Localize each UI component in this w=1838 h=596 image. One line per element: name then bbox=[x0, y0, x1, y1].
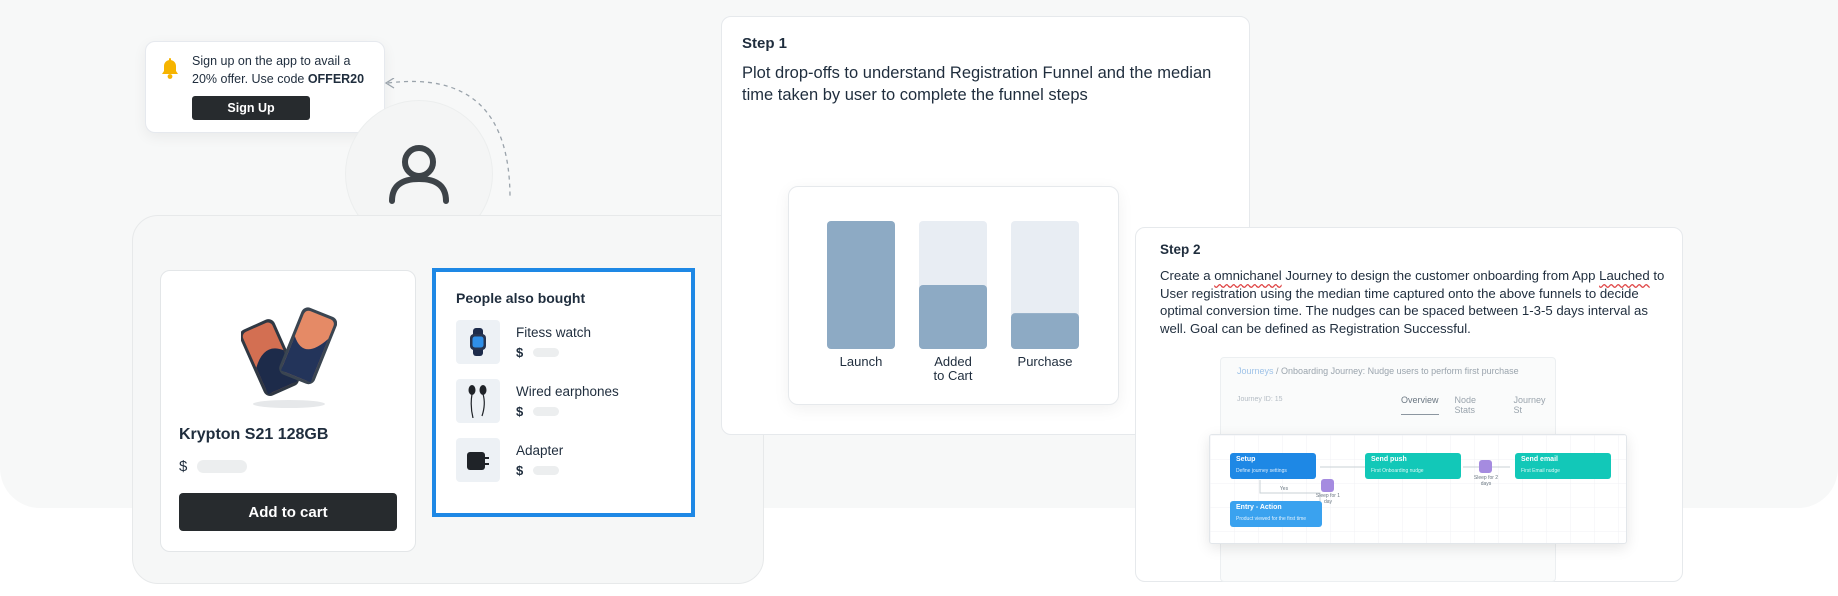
sleep-node-2[interactable] bbox=[1479, 460, 1492, 473]
promo-code: OFFER20 bbox=[307, 72, 365, 86]
step-2-description: Create a omnichanel Journey to design th… bbox=[1160, 268, 1665, 336]
list-item[interactable]: Wired earphones $ bbox=[456, 379, 671, 423]
product-card: Krypton S21 128GB $ Add to cart bbox=[160, 270, 416, 552]
phone-image bbox=[241, 307, 337, 408]
list-item[interactable]: Fitess watch $ bbox=[456, 320, 671, 364]
signup-notification: Sign up on the app to avail a 20% offer.… bbox=[145, 41, 385, 133]
adapter-icon bbox=[456, 438, 500, 482]
smartwatch-icon bbox=[456, 320, 500, 364]
add-to-cart-button[interactable]: Add to cart bbox=[179, 493, 397, 531]
journey-tabs: Overview Node Stats Journey St bbox=[1401, 395, 1555, 415]
item-name: Adapter bbox=[516, 442, 564, 458]
item-name: Wired earphones bbox=[516, 383, 619, 399]
product-price: $ bbox=[179, 458, 248, 475]
funnel-chart-svg bbox=[827, 221, 1079, 349]
bell-icon bbox=[160, 58, 180, 85]
bar-launch bbox=[827, 221, 895, 349]
x-tick-label: Launch bbox=[839, 354, 883, 369]
tab-overview[interactable]: Overview bbox=[1401, 395, 1439, 415]
flow-connectors bbox=[1210, 435, 1626, 543]
step-1-title: Step 1 bbox=[742, 35, 788, 52]
item-price: $ bbox=[516, 463, 563, 478]
journey-title: Onboarding Journey: Nudge users to perfo… bbox=[1281, 366, 1519, 376]
item-price: $ bbox=[516, 404, 619, 419]
breadcrumb: Journeys / Onboarding Journey: Nudge use… bbox=[1237, 366, 1519, 376]
sign-up-button[interactable]: Sign Up bbox=[192, 96, 310, 120]
step-2-title: Step 2 bbox=[1160, 242, 1201, 257]
user-icon bbox=[389, 145, 449, 204]
bar-purchase bbox=[1011, 313, 1079, 349]
sleep-label-1: Sleep for 1 day bbox=[1315, 493, 1341, 505]
also-bought-title: People also bought bbox=[456, 290, 586, 306]
notification-text: Sign up on the app to avail a 20% offer.… bbox=[192, 54, 365, 86]
dashed-connector bbox=[384, 78, 511, 199]
x-tick-label: Purchase bbox=[1017, 354, 1073, 369]
step-1-description: Plot drop-offs to understand Registratio… bbox=[742, 64, 1212, 104]
item-price: $ bbox=[516, 345, 591, 360]
tab-node-stats[interactable]: Node Stats bbox=[1454, 395, 1477, 415]
people-also-bought-panel: People also bought Fitess watch $ Wired … bbox=[432, 268, 695, 517]
product-name: Krypton S21 128GB bbox=[179, 426, 329, 443]
sleep-node-1[interactable] bbox=[1321, 479, 1334, 492]
yes-label: Yes bbox=[1279, 486, 1289, 492]
price-placeholder bbox=[197, 460, 248, 473]
list-item[interactable]: Adapter $ bbox=[456, 438, 671, 482]
earphones-icon bbox=[456, 379, 500, 423]
journey-id: Journey ID: 15 bbox=[1237, 396, 1283, 403]
bar-added bbox=[919, 285, 987, 349]
sleep-label-2: Sleep for 2 days bbox=[1473, 475, 1499, 487]
breadcrumb-journeys[interactable]: Journeys bbox=[1237, 366, 1274, 376]
item-name: Fitess watch bbox=[516, 324, 592, 340]
tab-journey-stats[interactable]: Journey St bbox=[1513, 395, 1546, 415]
